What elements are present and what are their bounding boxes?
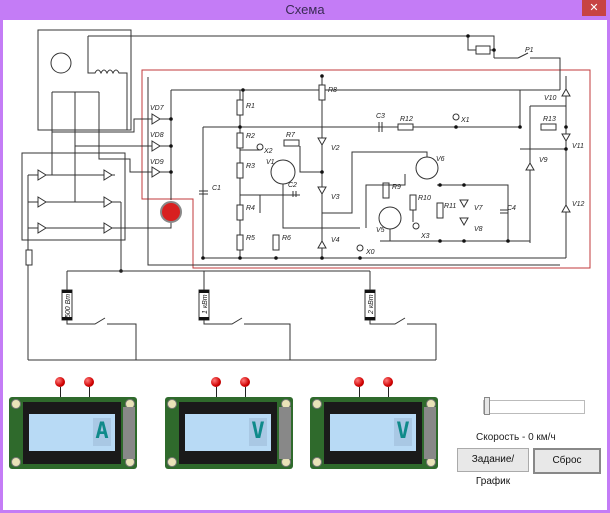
label-r7: R7 — [286, 132, 296, 139]
window-title: Схема — [285, 2, 325, 17]
led-indicator — [240, 377, 250, 387]
task-graph-button[interactable]: Задание/График — [457, 448, 529, 487]
motor-icon — [50, 52, 72, 74]
led-indicator — [383, 377, 393, 387]
label-r3: R3 — [246, 163, 255, 170]
lcd-voltmeter-1: V — [165, 397, 293, 469]
resistor-r6 — [272, 234, 280, 251]
resistor-r10 — [409, 194, 417, 211]
label-v12: V12 — [572, 201, 585, 208]
close-icon: ✕ — [589, 2, 599, 14]
label-v4: V4 — [331, 237, 340, 244]
led-indicator — [84, 377, 94, 387]
label-c2: C2 — [288, 182, 297, 189]
label-v9: V9 — [539, 157, 548, 164]
junctions — [119, 34, 568, 273]
highlight-box — [141, 69, 591, 269]
label-c3: C3 — [376, 113, 385, 120]
relay-p1 — [494, 52, 561, 90]
resistor-r13 — [540, 123, 557, 131]
label-v5: V5 — [376, 227, 385, 234]
label-x1: X1 — [460, 117, 470, 124]
resistor-r4 — [236, 204, 244, 221]
label-v3: V3 — [331, 194, 340, 201]
label-x3: X3 — [420, 233, 430, 240]
label-r11: R11 — [444, 203, 456, 210]
lcd-char: V — [394, 418, 412, 446]
transistor-v6 — [415, 156, 439, 180]
slider-thumb[interactable] — [484, 397, 490, 415]
label-r8: R8 — [328, 87, 337, 94]
lcd-voltmeter-2: V — [310, 397, 438, 469]
label-r2: R2 — [246, 133, 255, 140]
title-bar: Схема — [0, 0, 610, 20]
resistor-r1 — [236, 99, 244, 116]
transformer — [37, 29, 132, 131]
resistor-r7 — [283, 139, 300, 147]
label-r9: R9 — [392, 184, 401, 191]
zener-diodes — [317, 87, 571, 249]
label-p1: P1 — [525, 47, 534, 54]
resistor-r12 — [397, 123, 414, 131]
label-v1: V1 — [266, 159, 275, 166]
label-r6: R6 — [282, 235, 291, 242]
reset-button[interactable]: Сброс — [533, 448, 601, 474]
test-points — [256, 113, 460, 252]
label-v8: V8 — [474, 226, 483, 233]
potentiometer — [475, 45, 491, 55]
label-c1: C1 — [212, 185, 221, 192]
transistor-v1 — [270, 159, 296, 185]
resistor-r5 — [236, 234, 244, 251]
label-v2: V2 — [331, 145, 340, 152]
label-vd7: VD7 — [150, 105, 165, 112]
label-vd8: VD8 — [150, 132, 164, 139]
led-indicator — [211, 377, 221, 387]
capacitor-c3 — [378, 122, 383, 132]
lcd-ammeter: A — [9, 397, 137, 469]
fuse — [25, 249, 33, 266]
label-r10: R10 — [418, 195, 431, 202]
close-button[interactable]: ✕ — [582, 0, 606, 16]
label-x2: X2 — [263, 148, 273, 155]
resistor-r8 — [318, 84, 326, 101]
rectifier-bridge — [21, 152, 126, 241]
lcd-char: V — [249, 418, 267, 446]
capacitor-c2 — [292, 191, 297, 197]
transistor-v5 — [378, 206, 402, 230]
label-r13: R13 — [543, 116, 556, 123]
label-vd9: VD9 — [150, 159, 164, 166]
label-r5: R5 — [246, 235, 255, 242]
label-v10: V10 — [544, 95, 557, 102]
label-load-2kw: 2 кВт — [368, 294, 375, 315]
label-load-1kw: 1 кВт — [202, 294, 209, 314]
label-v7: V7 — [474, 205, 484, 212]
speed-label: Скорость - 0 км/ч — [476, 432, 556, 443]
capacitor-c4 — [500, 209, 508, 214]
label-v6: V6 — [436, 156, 445, 163]
label-c4: C4 — [507, 205, 516, 212]
coils — [51, 91, 100, 127]
resistor-r9 — [382, 182, 390, 199]
label-v11: V11 — [572, 143, 584, 150]
resistor-r3 — [236, 162, 244, 179]
capacitor-c1 — [199, 190, 208, 195]
speed-slider[interactable] — [483, 397, 585, 415]
bridge-diodes — [37, 169, 113, 234]
label-r1: R1 — [246, 103, 255, 110]
label-load-500w: 500 Вт — [65, 294, 72, 318]
label-r4: R4 — [246, 205, 255, 212]
resistor-r2 — [236, 132, 244, 149]
coil-top — [87, 36, 128, 130]
led-indicator — [354, 377, 364, 387]
indicator-lamp — [160, 201, 182, 223]
resistor-r11 — [436, 202, 444, 219]
led-indicator — [55, 377, 65, 387]
label-x0: X0 — [365, 249, 375, 256]
label-r12: R12 — [400, 116, 413, 123]
lcd-char: A — [93, 418, 111, 446]
